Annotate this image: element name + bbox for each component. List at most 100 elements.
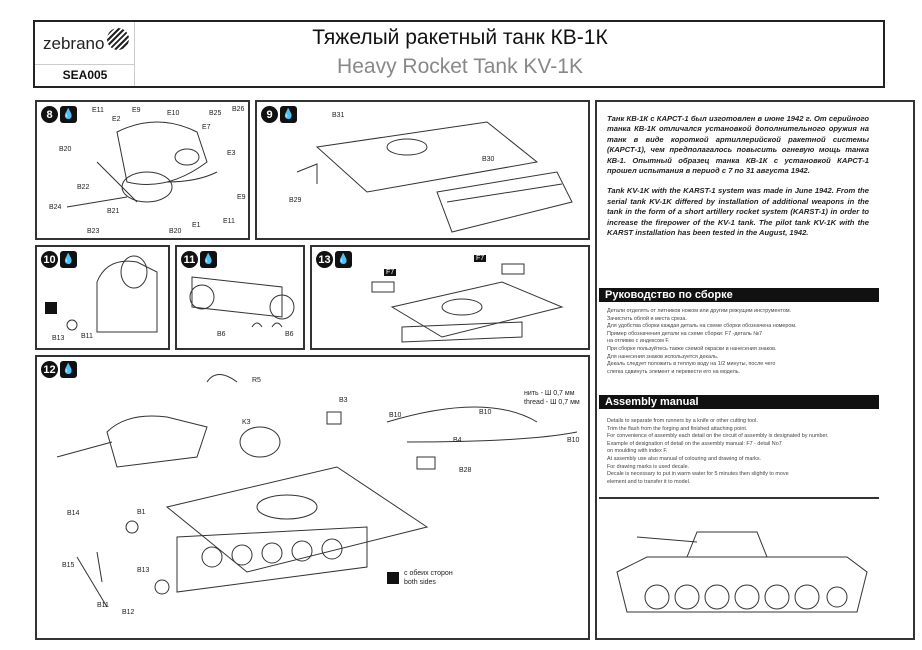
step-9-panel: 9💧 B31 B30 B29 xyxy=(255,100,590,240)
instruction-line: Декаль следует положить в теплую воду на… xyxy=(607,361,776,368)
part-label: E10 xyxy=(167,110,180,117)
step-12-drawing xyxy=(56,374,578,608)
brand-logo: zebrano xyxy=(43,34,105,53)
part-label: E11 xyxy=(92,107,104,114)
part-label: B20 xyxy=(59,146,72,153)
step-8-panel: 8💧 E11 E2 E9 E10 B25 B26 E7 E3 B20 B22 B… xyxy=(35,100,250,240)
step-12-panel: 12💧 R5 B3 K3 B10 B10 B10 B4 B28 B14 B1 B… xyxy=(35,355,590,640)
title-ru: Тяжелый ракетный танк КВ-1К xyxy=(312,26,608,49)
step-11-panel: 11💧 B6 B6 xyxy=(175,245,305,350)
part-label: B10 xyxy=(479,409,492,416)
instruction-line: Decale is necessary to put in warm water… xyxy=(607,471,789,478)
description: Танк КВ-1К с КАРСТ-1 был изготовлен в ию… xyxy=(607,114,869,248)
title-en: Heavy Rocket Tank KV-1K xyxy=(337,55,583,78)
part-label: B30 xyxy=(482,156,495,163)
instruction-line: For drawing marks is used decale. xyxy=(607,463,690,470)
both-sides-en: both sides xyxy=(404,579,436,586)
part-label: B14 xyxy=(67,510,80,517)
part-label: B3 xyxy=(339,397,348,404)
zebra-logo-icon xyxy=(107,28,129,50)
part-label: B11 xyxy=(81,333,93,340)
instruction-line: При сборке пользуйтесь также схемой окра… xyxy=(607,345,777,352)
part-label: B4 xyxy=(453,437,462,444)
instruction-line: слегка сдвинуть элемент и перевести его … xyxy=(607,368,741,375)
instruction-line: Пример обозначения детали на схеме сборк… xyxy=(607,330,763,337)
step-13-drawing xyxy=(371,263,564,343)
step-number: 8 xyxy=(41,106,58,123)
step-number: 11 xyxy=(181,251,198,268)
instruction-line: Для нанесения знаков используется декаль… xyxy=(607,353,719,360)
part-label: E7 xyxy=(202,124,211,131)
instruction-line: Зачистить облой и места среза. xyxy=(607,315,687,322)
instruction-line: on moulding with index F. xyxy=(607,448,668,455)
description-en: Tank KV-1K with the KARST-1 system was m… xyxy=(607,186,869,238)
part-label: B13 xyxy=(137,567,150,574)
instruction-line: на отливке с индексом F. xyxy=(607,338,670,345)
step-9-drawing xyxy=(296,121,573,233)
water-drop-icon: 💧 xyxy=(60,106,77,123)
part-label: B25 xyxy=(209,110,222,117)
assembly-ru-text: Детали отделять от литников ножом или др… xyxy=(607,308,879,376)
assembly-en-text: Details to separate from runners by a kn… xyxy=(607,418,879,486)
part-label: B29 xyxy=(289,197,302,204)
instruction-line: Для удобства сборки каждая деталь на схе… xyxy=(607,323,797,330)
part-label: B20 xyxy=(169,228,182,235)
part-label: E9 xyxy=(237,194,246,201)
part-label: B21 xyxy=(107,208,120,215)
part-label: E3 xyxy=(227,150,236,157)
thread-note-en: thread - Ш 0,7 мм xyxy=(524,399,580,406)
kit-code: SEA005 xyxy=(35,64,135,82)
part-label: E9 xyxy=(132,107,141,114)
part-label: K3 xyxy=(242,419,251,426)
water-drop-icon: 💧 xyxy=(335,251,352,268)
part-label: B12 xyxy=(122,609,135,616)
instruction-line: Trim the flash from the forging and fini… xyxy=(607,425,748,432)
instruction-line: At assembly use also manual of colouring… xyxy=(607,455,762,462)
part-label: B10 xyxy=(567,437,580,444)
instruction-line: Example of designation of detail on the … xyxy=(607,440,782,447)
step-10-panel: 10💧 B13 B11 xyxy=(35,245,170,350)
part-label: E1 xyxy=(192,222,201,229)
part-label: F7 xyxy=(474,255,487,262)
part-label: B31 xyxy=(332,112,345,119)
step-number: 9 xyxy=(261,106,278,123)
water-drop-icon: 💧 xyxy=(200,251,217,268)
step-13-panel: 13💧 F7 F7 xyxy=(310,245,590,350)
instruction-line: element and to transfer it to model. xyxy=(607,478,691,485)
step-number: 12 xyxy=(41,361,58,378)
part-label: R5 xyxy=(252,377,261,384)
part-label: B1 xyxy=(137,509,146,516)
header: zebrano SEA005 Тяжелый ракетный танк КВ-… xyxy=(33,20,885,88)
assembly-en-heading: Assembly manual xyxy=(599,395,879,409)
tank-side-view-drawing xyxy=(616,531,868,613)
part-label: B22 xyxy=(77,184,90,191)
part-label: B28 xyxy=(459,467,472,474)
part-label: B11 xyxy=(97,602,109,609)
thread-note-ru: нить - Ш 0,7 мм xyxy=(524,390,575,397)
assembly-ru-heading: Руководство по сборке xyxy=(599,288,879,302)
part-label: B26 xyxy=(232,106,245,113)
step-10-drawing xyxy=(45,255,158,333)
divider xyxy=(599,497,879,499)
part-label: B13 xyxy=(52,335,65,342)
instruction-line: Details to separate from runners by a kn… xyxy=(607,418,758,424)
water-drop-icon: 💧 xyxy=(60,361,77,378)
step-number: 13 xyxy=(316,251,333,268)
part-label: F7 xyxy=(384,269,397,276)
description-ru: Танк КВ-1К с КАРСТ-1 был изготовлен в ию… xyxy=(607,114,869,176)
part-label: E11 xyxy=(223,218,235,225)
logo-cell: zebrano SEA005 xyxy=(35,22,135,86)
part-label: B10 xyxy=(389,412,402,419)
part-label: B6 xyxy=(285,331,294,338)
both-sides-ru: с обеих сторон xyxy=(404,570,453,577)
part-label: B24 xyxy=(49,204,62,211)
part-label: B6 xyxy=(217,331,226,338)
instruction-line: For convenience of assembly each detail … xyxy=(607,433,829,440)
info-column: Танк КВ-1К с КАРСТ-1 был изготовлен в ию… xyxy=(595,100,915,640)
instruction-line: Детали отделять от литников ножом или др… xyxy=(607,308,792,314)
part-label: B23 xyxy=(87,228,100,235)
step-8-drawing xyxy=(66,121,218,208)
water-drop-icon: 💧 xyxy=(280,106,297,123)
step-number: 10 xyxy=(41,251,58,268)
part-label: B15 xyxy=(62,562,75,569)
